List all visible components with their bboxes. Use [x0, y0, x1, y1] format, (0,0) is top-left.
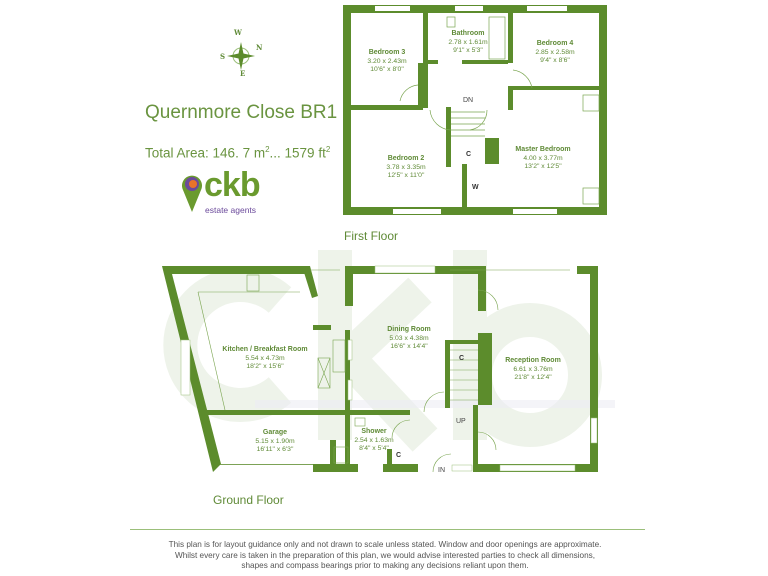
compass-n: N [256, 43, 263, 52]
cupboard-label: C [459, 355, 465, 362]
stairs-down-label: DN [463, 97, 474, 104]
ground-floor-fixtures [197, 269, 570, 473]
logo-name: ckb [204, 166, 261, 204]
wardrobe-label: W [472, 184, 479, 191]
entrance-label: IN [438, 467, 445, 474]
disclaimer-line: This plan is for layout guidance only an… [168, 540, 602, 549]
disclaimer: This plan is for layout guidance only an… [130, 540, 640, 572]
location-pin-icon [182, 175, 202, 212]
total-area: Total Area: 146. 7 m2... 1579 ft2 [145, 145, 331, 161]
divider [130, 529, 645, 530]
logo-tagline: estate agents [205, 205, 257, 215]
stairs-up-label: UP [456, 418, 466, 425]
disclaimer-line: Whilst every care is taken in the prepar… [174, 550, 596, 560]
first-floor-windows [375, 6, 567, 214]
compass-w: W [234, 28, 242, 37]
first-floor-label: First Floor [344, 229, 398, 243]
compass-rose-icon [227, 42, 255, 70]
watermark-tagline-shapes [255, 400, 615, 408]
compass-s: S [220, 52, 226, 61]
compass: W N S E [218, 28, 268, 80]
cupboard-label: C [396, 452, 402, 459]
ground-floor-windows [180, 265, 598, 472]
ground-floor-label: Ground Floor [213, 493, 284, 507]
compass-e: E [240, 69, 246, 78]
disclaimer-line: shapes and compass bearings prior to mak… [241, 561, 529, 570]
first-floor-fixtures [399, 16, 600, 205]
cupboard-label: C [466, 151, 472, 158]
property-title: Quernmore Close BR1 [145, 102, 338, 123]
